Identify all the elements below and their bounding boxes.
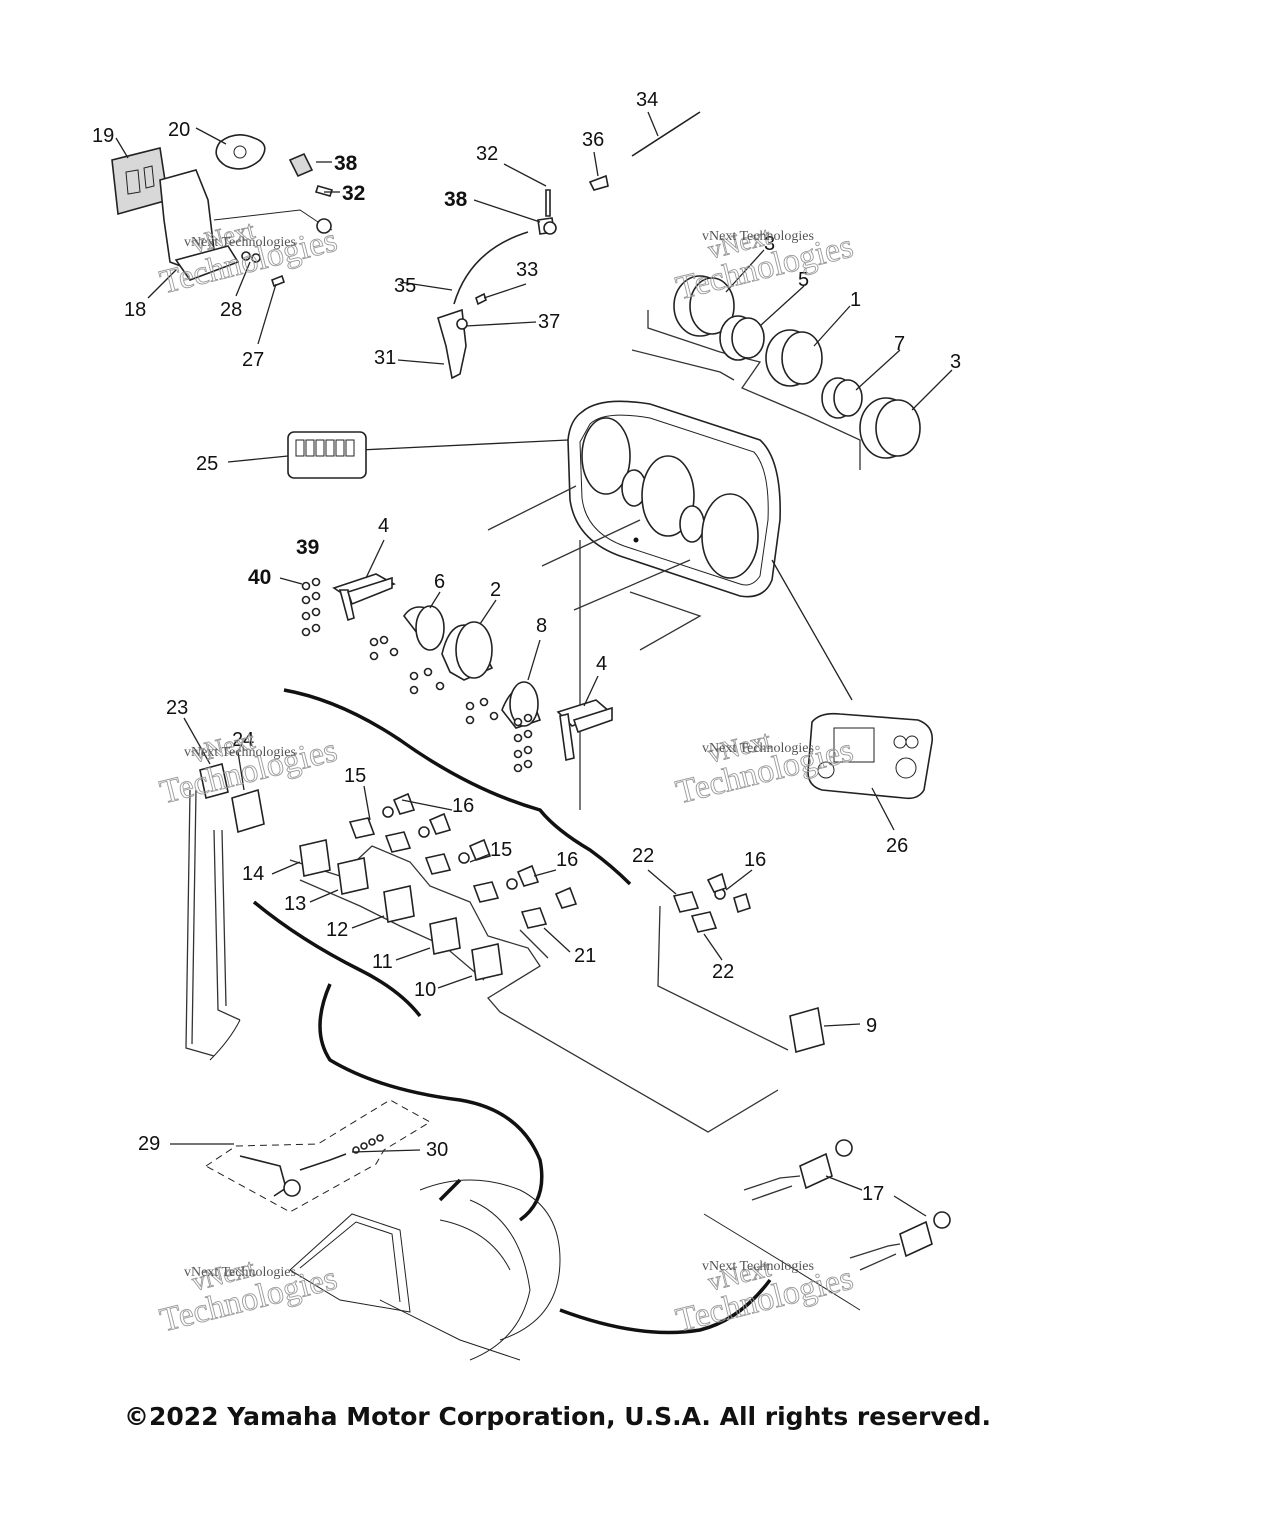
callout-4: 4 (378, 515, 389, 537)
watermark-2: vNext Technologies (672, 221, 857, 308)
callout-38: 38 (444, 188, 468, 211)
callout-27: 27 (242, 349, 264, 371)
watermark-1-small: vNext Technologies (184, 235, 296, 250)
callout-21: 21 (574, 945, 596, 967)
callout-32: 32 (342, 182, 365, 205)
watermark-3-small: vNext Technologies (184, 745, 296, 760)
callout-8: 8 (536, 615, 547, 637)
sensor-kit (170, 1099, 431, 1213)
throttle-lever-assembly (397, 111, 701, 380)
callout-28: 28 (220, 299, 242, 321)
bracket-nuts-right (513, 713, 533, 773)
callout-25: 25 (196, 453, 218, 475)
callout-31: 31 (374, 347, 396, 369)
callout-labels: 19 20 38 32 18 28 27 32 38 34 36 35 33 3… (92, 89, 961, 1205)
watermark-6-small: vNext Technologies (702, 1259, 814, 1274)
housing-nuts (369, 635, 499, 725)
callout-3: 3 (764, 233, 775, 255)
watermark-6: vNext Technologies (672, 1253, 857, 1340)
callout-35: 35 (394, 275, 416, 297)
left-switches (183, 717, 265, 1057)
copyright-notice: ©2022 Yamaha Motor Corporation, U.S.A. A… (124, 1402, 992, 1431)
callout-36: 36 (582, 129, 604, 151)
display-unit (807, 712, 934, 831)
watermark-2-small: vNext Technologies (702, 229, 814, 244)
callout-2: 2 (490, 579, 501, 601)
indicator-panel (227, 431, 367, 479)
callout-16: 16 (556, 849, 578, 871)
callout-22: 22 (632, 845, 654, 867)
callout-19: 19 (92, 125, 114, 147)
callout-13: 13 (284, 893, 306, 915)
switch-caps (382, 792, 751, 914)
watermark-4-small: vNext Technologies (702, 741, 814, 756)
dash-panel (359, 400, 853, 810)
callout-38: 38 (334, 152, 358, 175)
callout-15: 15 (490, 839, 512, 861)
callout-1: 1 (850, 289, 861, 311)
callout-30: 30 (426, 1139, 448, 1161)
callout-34: 34 (636, 89, 658, 111)
callout-22: 22 (712, 961, 734, 983)
callout-14: 14 (242, 863, 264, 885)
callout-24: 24 (232, 729, 254, 751)
callout-37: 37 (538, 311, 560, 333)
callout-17: 17 (862, 1183, 884, 1205)
callout-10: 10 (414, 979, 436, 1001)
bracket-assembly (111, 127, 340, 345)
connectors (743, 1139, 951, 1271)
callout-40: 40 (248, 566, 271, 589)
mounting-brackets (279, 539, 613, 773)
callout-23: 23 (166, 697, 188, 719)
callout-7: 7 (894, 333, 905, 355)
watermark-5-small: vNext Technologies (184, 1265, 296, 1280)
callout-20: 20 (168, 119, 190, 141)
callout-33: 33 (516, 259, 538, 281)
callout-16: 16 (744, 849, 766, 871)
callout-6: 6 (434, 571, 445, 593)
callout-5: 5 (798, 269, 809, 291)
callout-4: 4 (596, 653, 607, 675)
callout-18: 18 (124, 299, 146, 321)
callout-26: 26 (886, 835, 908, 857)
callout-16: 16 (452, 795, 474, 817)
steering-area (289, 1179, 561, 1361)
callout-9: 9 (866, 1015, 877, 1037)
callout-3: 3 (950, 351, 961, 373)
callout-29: 29 (138, 1133, 160, 1155)
gauge-cluster (631, 249, 953, 470)
callout-39: 39 (296, 536, 319, 559)
switch-bank (271, 785, 861, 1133)
bracket-nuts-left (301, 577, 321, 637)
hull-outline (209, 688, 861, 1335)
callout-15: 15 (344, 765, 366, 787)
callout-32: 32 (476, 143, 498, 165)
callout-12: 12 (326, 919, 348, 941)
callout-11: 11 (372, 951, 393, 973)
